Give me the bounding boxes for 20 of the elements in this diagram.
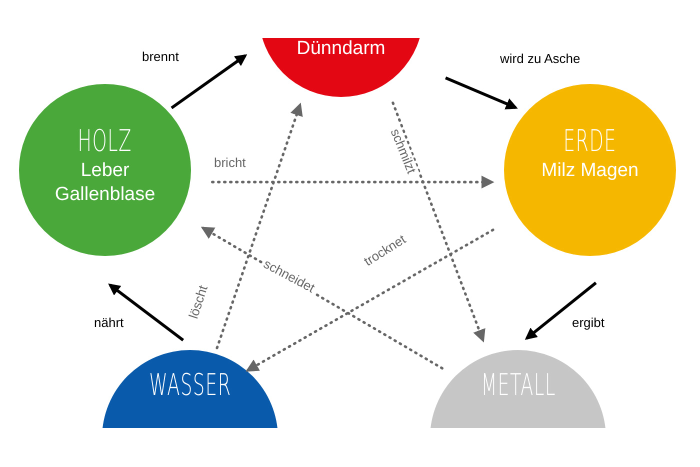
arrow: [170, 54, 248, 110]
element-title: WASSER: [148, 368, 232, 403]
organ-text: Dünndarm: [296, 38, 386, 61]
arrow: [108, 283, 184, 342]
organ-text: Milz Magen: [540, 159, 640, 183]
arrow: [246, 228, 494, 372]
element-title: HOLZ: [78, 124, 132, 159]
arrow: [211, 176, 494, 189]
arrow: [216, 102, 303, 350]
element-title: ERDE: [563, 124, 617, 159]
edge-label: nährt: [92, 316, 126, 330]
organ-text: Leber Gallenblase: [54, 159, 156, 206]
edge-label: ergibt: [570, 316, 607, 330]
arrow: [392, 102, 486, 343]
edge-label: wird zu Asche: [498, 52, 582, 66]
edge-label: bricht: [212, 156, 248, 170]
element-title: METALL: [480, 368, 556, 403]
edge-label: brennt: [140, 50, 181, 64]
arrow: [444, 76, 518, 110]
arrow: [524, 282, 597, 340]
